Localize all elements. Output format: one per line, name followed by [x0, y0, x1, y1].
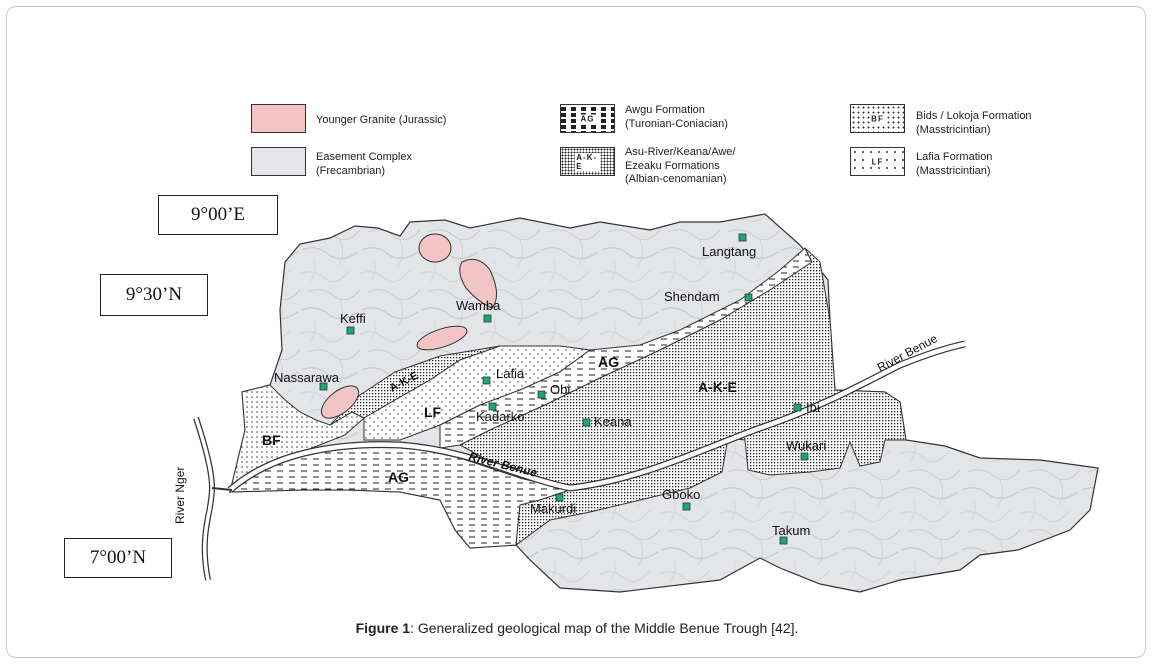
station-marker-wukari — [800, 452, 809, 461]
legend-awgu-line2: (Turonian-Coniacian) — [625, 117, 728, 130]
legend-swatch-basement — [251, 147, 306, 176]
legend-lafia-line1: Lafia Formation — [916, 151, 993, 163]
unit-label-ag-north: AG — [598, 354, 619, 370]
legend-bida-line1: Bids / Lokoja Formation — [916, 110, 1032, 122]
unit-label-bf: BF — [262, 432, 281, 448]
legend-swatch-asu: A-K-E — [560, 147, 615, 176]
legend-label-younger-granite: Younger Granite (Jurassic) — [316, 114, 446, 128]
legend-code-awgu: AG — [578, 114, 597, 123]
legend-code-asu: A-K-E — [574, 152, 601, 171]
legend-label-basement: Easement Complex (Frecambrian) — [316, 151, 412, 178]
legend-label-awgu: Awgu Formation (Turonian-Coniacian) — [625, 104, 728, 131]
legend-code-bida: BF — [869, 114, 886, 123]
town-label-lafia: Lafia — [496, 366, 525, 381]
town-label-makurdi: Makurdi — [530, 501, 576, 516]
caption-label: Figure 1 — [355, 620, 411, 636]
unit-label-lf: LF — [424, 404, 442, 420]
town-label-gboko: Gboko — [662, 487, 700, 502]
town-label-ibi: Ibi — [806, 400, 820, 415]
town-label-keffi: Keffi — [340, 311, 366, 326]
unit-label-ake-main: A-K-E — [698, 379, 737, 395]
legend-swatch-lafia: LF — [850, 147, 905, 176]
town-label-obi: Obi — [550, 382, 570, 397]
legend-asu-line1: Asu-River/Keana/Awe/ — [625, 146, 736, 158]
legend-swatch-younger-granite — [251, 104, 306, 133]
legend-swatch-bida: BF — [850, 104, 905, 133]
legend-awgu-line1: Awgu Formation — [625, 104, 705, 116]
younger-granite-4 — [320, 385, 360, 419]
legend-label-bida: Bids / Lokoja Formation (Masstricintian) — [916, 110, 1032, 137]
legend-swatch-awgu: AG — [560, 104, 615, 133]
legend-bida-line2: (Masstricintian) — [916, 123, 991, 136]
latitude-label-7-00-n: 7°00’N — [64, 538, 172, 578]
legend-lafia-line2: (Masstricintian) — [916, 164, 991, 177]
asu-river-main-area — [458, 247, 907, 547]
town-label-wukari: Wukari — [786, 438, 826, 453]
station-marker-ibi — [793, 403, 802, 412]
younger-granite-1 — [418, 233, 452, 263]
town-label-wamba: Wamba — [456, 298, 501, 313]
legend-basement-line2: (Frecambrian) — [316, 164, 386, 177]
station-marker-gboko — [682, 502, 691, 511]
legend-basement-line1: Easement Complex — [316, 151, 412, 163]
legend-code-lafia: LF — [869, 157, 886, 166]
river-label-niger: River Nger — [173, 467, 187, 524]
station-marker-lafia — [482, 376, 491, 385]
station-marker-takum — [779, 536, 788, 545]
station-marker-makurdi — [555, 493, 564, 502]
caption-text: : Generalized geological map of the Midd… — [410, 620, 799, 636]
town-label-nassarawa: Nassarawa — [274, 370, 340, 385]
figure-caption: Figure 1: Generalized geological map of … — [0, 620, 1154, 636]
town-label-takum: Takum — [772, 523, 810, 538]
legend-label-asu: Asu-River/Keana/Awe/ Ezeaku Formations (… — [625, 146, 735, 187]
younger-granite-2 — [459, 258, 497, 309]
station-marker-nassarawa — [319, 382, 328, 391]
longitude-label-9-00-e: 9°00’E — [158, 195, 278, 235]
station-marker-shendam — [744, 293, 753, 302]
legend-asu-line3: (Albian-cenomanian) — [625, 173, 727, 185]
station-marker-kadarko — [488, 402, 497, 411]
younger-granite-3 — [416, 325, 468, 351]
town-label-kadarko: Kadarko — [476, 409, 524, 424]
station-marker-langtang — [738, 233, 747, 242]
town-label-keana: Keana — [594, 414, 632, 429]
town-label-langtang: Langtang — [702, 244, 756, 259]
station-marker-wamba — [483, 314, 492, 323]
unit-label-ag-south: AG — [388, 469, 409, 485]
latitude-label-9-30-n: 9°30’N — [100, 274, 208, 316]
station-marker-keffi — [346, 326, 355, 335]
station-marker-obi — [537, 390, 546, 399]
legend-younger-granite-line1: Younger Granite (Jurassic) — [316, 114, 447, 126]
legend-label-lafia: Lafia Formation (Masstricintian) — [916, 151, 992, 178]
station-marker-keana — [582, 418, 591, 427]
legend-asu-line2: Ezeaku Formations — [625, 159, 720, 172]
town-label-shendam: Shendam — [664, 289, 720, 304]
